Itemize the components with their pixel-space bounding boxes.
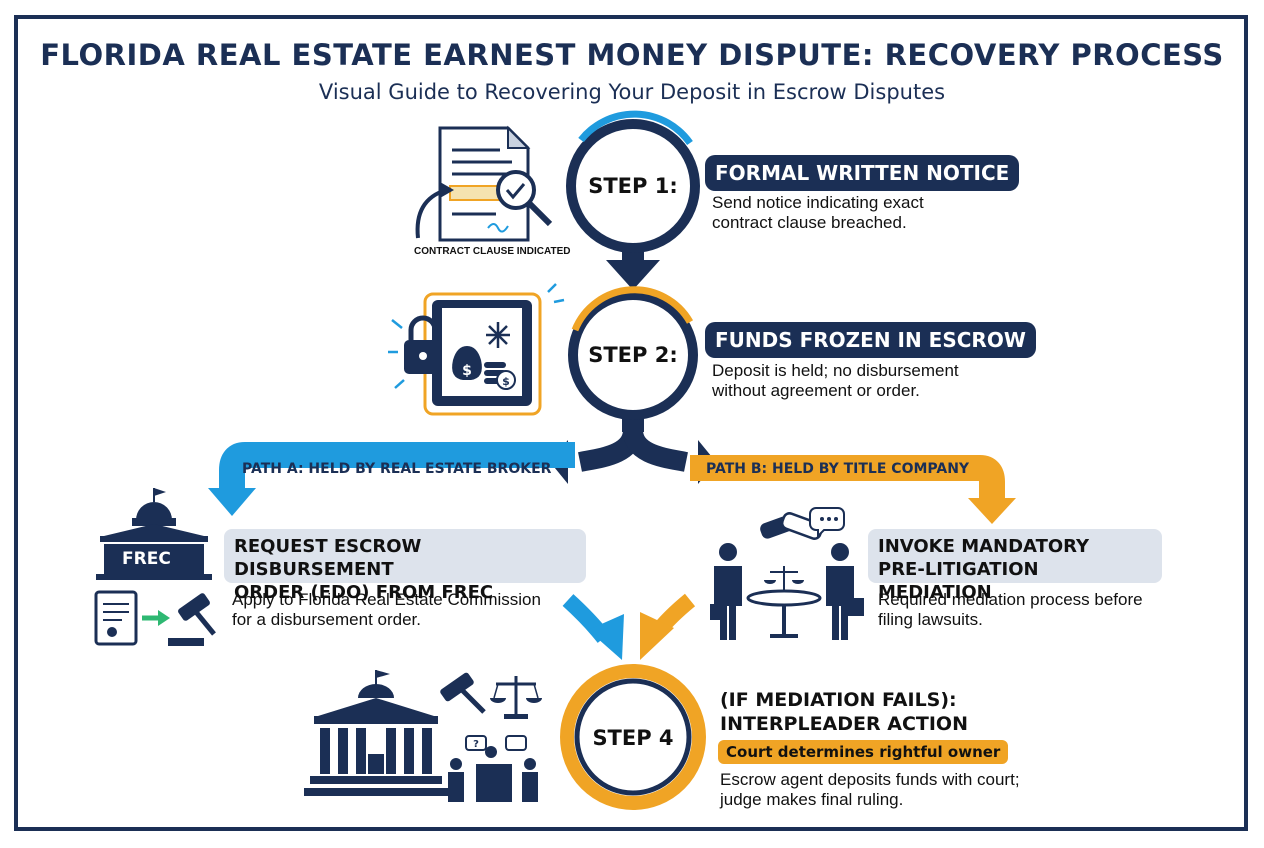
contract-clause-caption: CONTRACT CLAUSE INDICATED [414,246,571,257]
svg-text:?: ? [473,739,479,750]
step4-circle [560,664,706,810]
svg-text:$: $ [462,363,472,379]
page-subtitle: Visual Guide to Recovering Your Deposit … [318,80,946,104]
step4-heading-line1: (IF MEDIATION FAILS): [720,689,957,711]
step1-badge: STEP 1: [588,174,678,198]
path-a-title-box: REQUEST ESCROW DISBURSEMENT ORDER (EDO) … [224,529,586,603]
frozen-safe-icon: $ $ [388,283,565,416]
page-title: FLORIDA REAL ESTATE EARNEST MONEY DISPUT… [40,38,1224,72]
step1-description-line2: contract clause breached. [712,213,907,232]
step2-badge: STEP 2: [588,343,678,367]
courtroom-argument-icon: ? [448,735,538,802]
path-a-title-line2: ORDER (EDO) FROM FREC [234,582,494,603]
gavel-icon [440,672,486,714]
path-a-arrow [208,442,575,516]
path-b-label: PATH B: HELD BY TITLE COMPANY [706,461,970,477]
path-a-title-line1: REQUEST ESCROW DISBURSEMENT [234,536,422,580]
path-b-arrow [690,455,1016,524]
outer-frame [14,15,1248,831]
step4-description-line2: judge makes final ruling. [720,790,904,809]
step2-circle [568,286,698,420]
path-a-description-line2: for a disbursement order. [232,610,421,629]
step2-title: FUNDS FROZEN IN ESCROW [705,322,1036,358]
step4-description-line1: Escrow agent deposits funds with court; [720,770,1020,789]
frec-building-label: FREC [122,549,171,569]
document-magnifier-icon [415,125,553,242]
path-b-title-line2: PRE-LITIGATION MEDIATION [878,559,1039,603]
path-b-title-box: INVOKE MANDATORY PRE-LITIGATION MEDIATIO… [868,529,1162,603]
step1-title: FORMAL WRITTEN NOTICE [705,155,1020,191]
scales-icon [490,676,542,719]
path-b-description-line1: Required mediation process before [878,590,1143,609]
step1-description-line1: Send notice indicating exact [712,193,924,212]
path-a-label: PATH A: HELD BY REAL ESTATE BROKER [242,461,552,477]
step1-circle [566,110,700,253]
step2-description-line1: Deposit is held; no disbursement [712,361,959,380]
frec-building-icon [96,488,212,580]
step4-badge: STEP 4 [592,726,674,750]
mediation-meeting-icon [710,507,864,640]
path-a-description-line1: Apply to Florida Real Estate Commission [232,590,541,609]
step4-highlight: Court determines rightful owner [718,740,1009,764]
converge-blue-arrow [562,594,624,660]
step4-heading-line2: INTERPLEADER ACTION [720,713,968,735]
step2-description-line2: without agreement or order. [712,381,920,400]
path-b-description-line2: filing lawsuits. [878,610,983,629]
path-b-title-line1: INVOKE MANDATORY [878,536,1090,557]
courthouse-icon [304,670,448,796]
svg-text:$: $ [502,375,510,388]
converge-orange-arrow [640,593,696,660]
doc-to-gavel-icon [94,590,216,646]
